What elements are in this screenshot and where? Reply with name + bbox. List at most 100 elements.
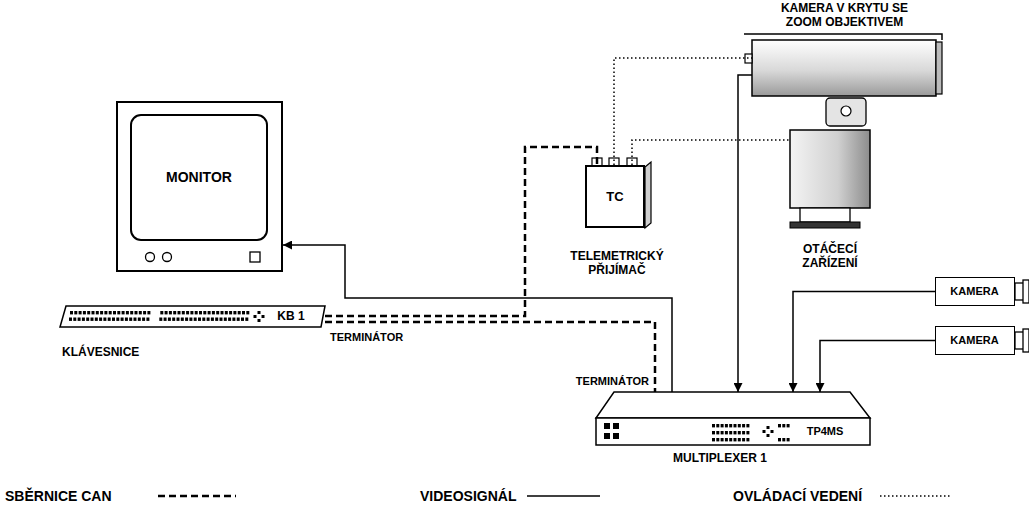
key [186,311,189,314]
legend-sample [158,495,236,498]
key [100,311,103,314]
pan-tilt-neck [800,208,850,222]
key [716,431,719,434]
key [725,438,728,441]
key [199,311,202,314]
key [96,311,99,314]
key [229,311,232,314]
key [198,318,201,321]
monitor-knob [146,253,155,262]
multiplexer: TP4MSMULTIPLEXER 1 [595,392,871,446]
key [721,438,724,441]
receiver-side [645,162,651,228]
camera-lens [1023,280,1029,303]
can-connector [325,322,655,392]
key [178,311,181,314]
node-label: TC [606,189,623,204]
key [160,311,163,314]
key [742,431,745,434]
key [215,318,218,321]
pan-tilt-base [790,222,860,228]
key [738,438,741,441]
legend-item: OVLÁDACÍ VEDENÍ [733,486,878,506]
key [138,318,141,321]
key [233,311,236,314]
key [729,424,732,427]
text-slot: TP4MS [790,419,860,443]
text-slot: TC [587,167,643,226]
key [238,311,241,314]
key [208,311,211,314]
key [258,311,261,314]
text-slot: KAMERA V KRYTU SE ZOOM OBJEKTIVEM [772,0,917,30]
key [767,426,770,429]
can-connector [325,147,597,316]
multiplexer-keys [712,424,790,441]
key [734,424,737,427]
key [91,318,94,321]
led [613,423,619,429]
key [70,311,73,314]
legend-text: OVLÁDACÍ VEDENÍ [733,488,862,504]
key [78,318,81,321]
key [225,311,228,314]
key [216,311,219,314]
key [237,318,240,321]
node-label: KAMERA V KRYTU SE ZOOM OBJEKTIVEM [772,1,917,29]
node-caption: MULTIPLEXER 1 [673,451,767,465]
key [195,311,198,314]
key [738,424,741,427]
keyboard-body [60,306,325,327]
video-connector [738,75,752,392]
key [246,311,249,314]
key [129,318,132,321]
key [721,424,724,427]
key [716,424,719,427]
node-caption: TELEMETRICKÝ PŘIJÍMAČ [562,249,672,277]
legend-text: SBĚRNICE CAN [5,488,112,504]
key [121,318,124,321]
key [242,311,245,314]
key [734,438,737,441]
key [241,318,244,321]
key [142,318,145,321]
sunshield [744,34,942,40]
key [712,438,715,441]
key [74,311,77,314]
key [112,318,115,321]
legend-sample [527,495,600,497]
key [245,318,248,321]
key [172,318,175,321]
key [746,431,749,434]
key [212,311,215,314]
key [203,311,206,314]
node-caption: KLÁVESNICE [62,345,139,359]
key [122,311,125,314]
video-connector [820,341,935,393]
keyboard-keys [69,311,265,322]
key [82,318,85,321]
key [232,318,235,321]
video-connector [793,292,935,393]
node-label: OTÁČECÍ ZAŘÍZENÍ [780,242,880,270]
key [742,438,745,441]
key [92,311,95,314]
key [767,434,770,437]
node-label: TP4MS [807,425,844,438]
key [262,315,265,318]
node-label: MONITOR [166,169,232,185]
key [83,311,86,314]
key [778,424,781,427]
key [173,311,176,314]
key [778,438,781,441]
key [125,318,128,321]
pan-tilt-unit: OTÁČECÍ ZAŘÍZENÍ [790,130,870,230]
node-label: KAMERA [950,334,998,347]
key [207,318,210,321]
camera-box: KAMERA [935,277,1015,306]
key [787,424,790,427]
monitor-switch [250,252,260,262]
text-slot: OTÁČECÍ ZAŘÍZENÍ [780,240,880,272]
key [725,431,728,434]
